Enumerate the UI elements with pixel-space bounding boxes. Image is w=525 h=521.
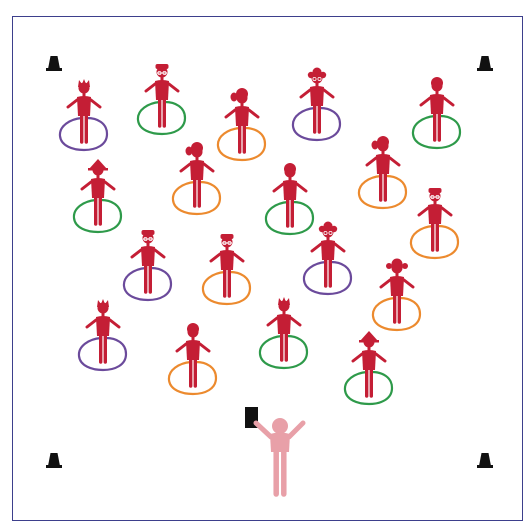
hoop-green [266, 202, 313, 234]
hoop-orange [169, 362, 216, 394]
cone-bottom-right [477, 453, 493, 468]
hoop-purple [293, 108, 340, 140]
student-figure [218, 88, 265, 160]
hoop-orange [359, 176, 406, 208]
student-figure [411, 188, 458, 258]
hoop-orange [218, 128, 265, 160]
student-figure [169, 323, 216, 394]
student-figure [203, 234, 250, 304]
hoop-purple [79, 338, 126, 370]
hoop-green [74, 200, 121, 232]
cone-top-left [46, 56, 62, 71]
hoop-purple [304, 262, 351, 294]
cone-bottom-left [46, 453, 62, 468]
student-figure [79, 299, 126, 370]
student-figure [304, 222, 351, 295]
teacher-figure [245, 407, 303, 494]
hoop-orange [373, 298, 420, 330]
student-figure [359, 136, 406, 208]
hoop-green [345, 372, 392, 404]
hoop-orange [173, 182, 220, 214]
student-figure [266, 163, 313, 234]
hoop-purple [124, 268, 171, 300]
hoop-purple [60, 118, 107, 150]
hoop-green [260, 336, 307, 368]
student-figure [260, 297, 307, 368]
hoop-orange [203, 272, 250, 304]
hoop-green [138, 102, 185, 134]
hoop-orange [411, 226, 458, 258]
student-figure [413, 77, 460, 148]
student-figure [173, 142, 220, 214]
student-figure [74, 159, 121, 232]
student-figure [345, 331, 392, 404]
student-figure [60, 79, 107, 150]
hoop-green [413, 116, 460, 148]
student-figure [138, 64, 185, 134]
student-figure [373, 259, 420, 331]
student-figure [124, 230, 171, 300]
student-figure [293, 68, 340, 141]
cone-top-right [477, 56, 493, 71]
